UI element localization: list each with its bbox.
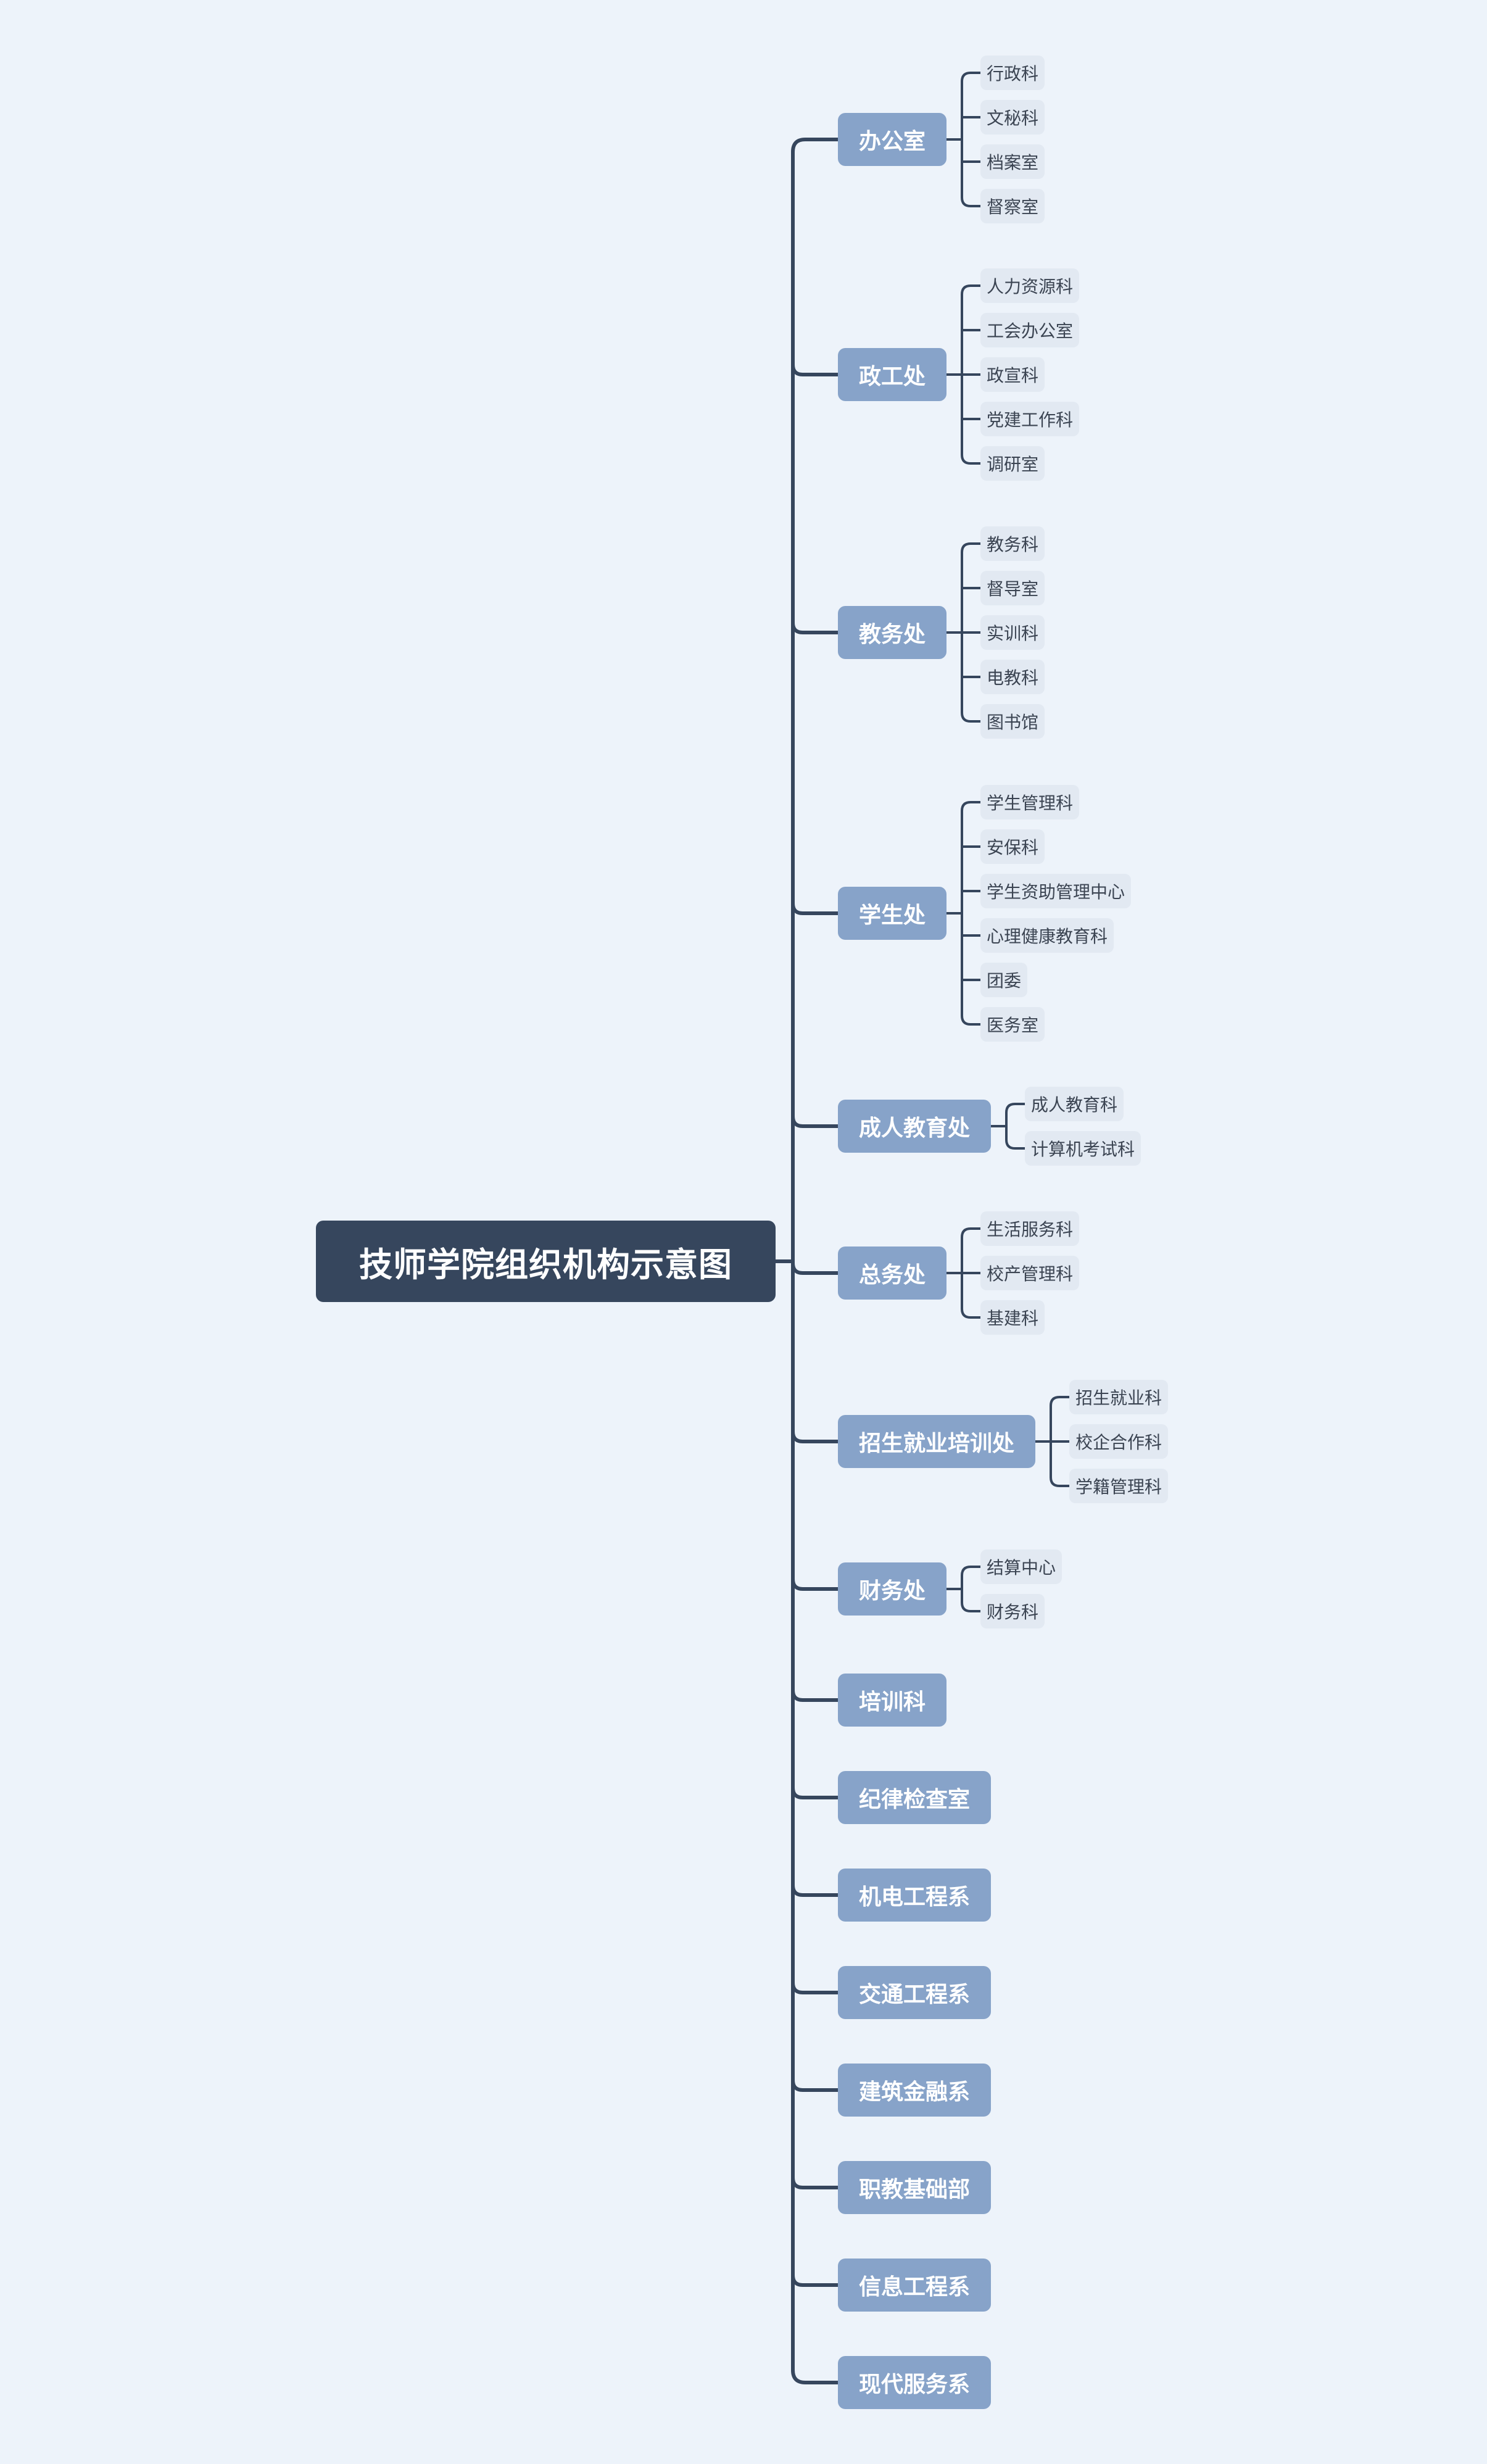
sub-unit-node[interactable]: 电教科: [980, 660, 1045, 694]
sub-unit-node[interactable]: 行政科: [980, 56, 1045, 90]
sub-unit-node[interactable]: 心理健康教育科: [980, 918, 1114, 953]
department-node[interactable]: 成人教育处: [838, 1100, 992, 1153]
department-node[interactable]: 信息工程系: [838, 2259, 992, 2312]
department-node[interactable]: 培训科: [838, 1674, 947, 1727]
sub-unit-node[interactable]: 学籍管理科: [1069, 1469, 1169, 1503]
sub-unit-node[interactable]: 党建工作科: [980, 402, 1080, 436]
root-topic[interactable]: 技师学院组织机构示意图: [316, 1221, 776, 1302]
sub-unit-node[interactable]: 调研室: [980, 446, 1045, 481]
department-node[interactable]: 财务处: [838, 1562, 947, 1616]
department-node[interactable]: 交通工程系: [838, 1966, 992, 2019]
sub-unit-node[interactable]: 计算机考试科: [1025, 1131, 1141, 1166]
sub-unit-node[interactable]: 图书馆: [980, 704, 1045, 739]
sub-unit-node[interactable]: 人力资源科: [980, 268, 1080, 303]
department-node[interactable]: 建筑金融系: [838, 2064, 992, 2117]
sub-unit-node[interactable]: 财务科: [980, 1594, 1045, 1628]
department-node[interactable]: 总务处: [838, 1247, 947, 1300]
sub-unit-node[interactable]: 招生就业科: [1069, 1380, 1169, 1414]
department-node[interactable]: 教务处: [838, 606, 947, 659]
sub-unit-node[interactable]: 基建科: [980, 1300, 1045, 1335]
department-node[interactable]: 纪律检查室: [838, 1771, 992, 1824]
sub-unit-node[interactable]: 校企合作科: [1069, 1424, 1169, 1459]
department-node[interactable]: 机电工程系: [838, 1869, 992, 1922]
sub-unit-node[interactable]: 校产管理科: [980, 1256, 1080, 1290]
sub-unit-node[interactable]: 生活服务科: [980, 1211, 1080, 1246]
department-node[interactable]: 学生处: [838, 887, 947, 940]
department-node[interactable]: 现代服务系: [838, 2356, 992, 2409]
sub-unit-node[interactable]: 结算中心: [980, 1549, 1062, 1584]
sub-unit-node[interactable]: 医务室: [980, 1007, 1045, 1042]
department-node[interactable]: 办公室: [838, 113, 947, 166]
sub-unit-node[interactable]: 学生资助管理中心: [980, 874, 1132, 908]
sub-unit-node[interactable]: 档案室: [980, 144, 1045, 179]
sub-unit-node[interactable]: 安保科: [980, 829, 1045, 864]
sub-unit-node[interactable]: 工会办公室: [980, 313, 1080, 347]
sub-unit-node[interactable]: 政宣科: [980, 357, 1045, 392]
department-node[interactable]: 招生就业培训处: [838, 1415, 1036, 1468]
sub-unit-node[interactable]: 学生管理科: [980, 785, 1080, 819]
sub-unit-node[interactable]: 督导室: [980, 571, 1045, 605]
department-node[interactable]: 政工处: [838, 348, 947, 401]
sub-unit-node[interactable]: 团委: [980, 963, 1028, 997]
sub-unit-node[interactable]: 实训科: [980, 615, 1045, 650]
sub-unit-node[interactable]: 成人教育科: [1025, 1087, 1124, 1121]
sub-unit-node[interactable]: 督察室: [980, 189, 1045, 223]
department-node[interactable]: 职教基础部: [838, 2161, 992, 2214]
sub-unit-node[interactable]: 教务科: [980, 526, 1045, 561]
sub-unit-node[interactable]: 文秘科: [980, 100, 1045, 135]
